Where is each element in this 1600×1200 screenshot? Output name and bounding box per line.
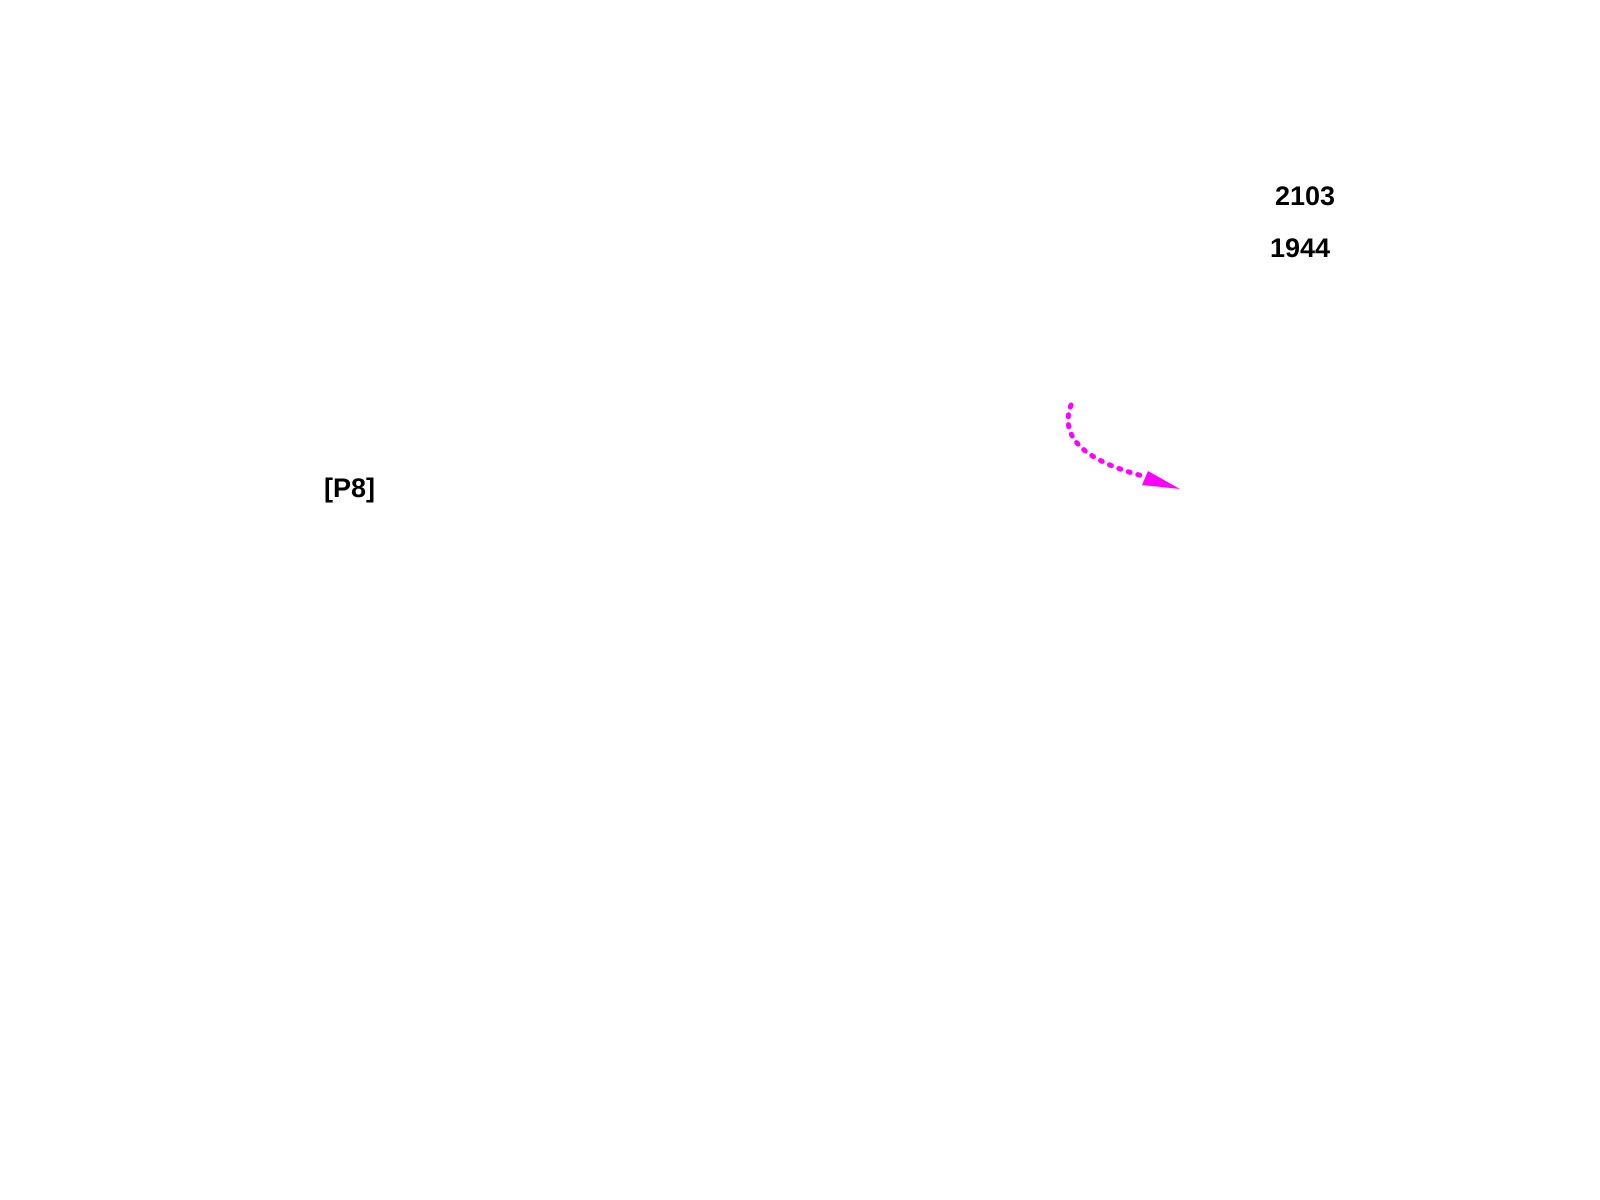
arrow-head	[1142, 471, 1180, 489]
tag-label-p8: [P8]	[324, 473, 376, 503]
value-label-2103: 2103	[1275, 181, 1336, 211]
dotted-curved-arrow	[1065, 402, 1146, 479]
value-label-1944: 1944	[1270, 233, 1331, 263]
